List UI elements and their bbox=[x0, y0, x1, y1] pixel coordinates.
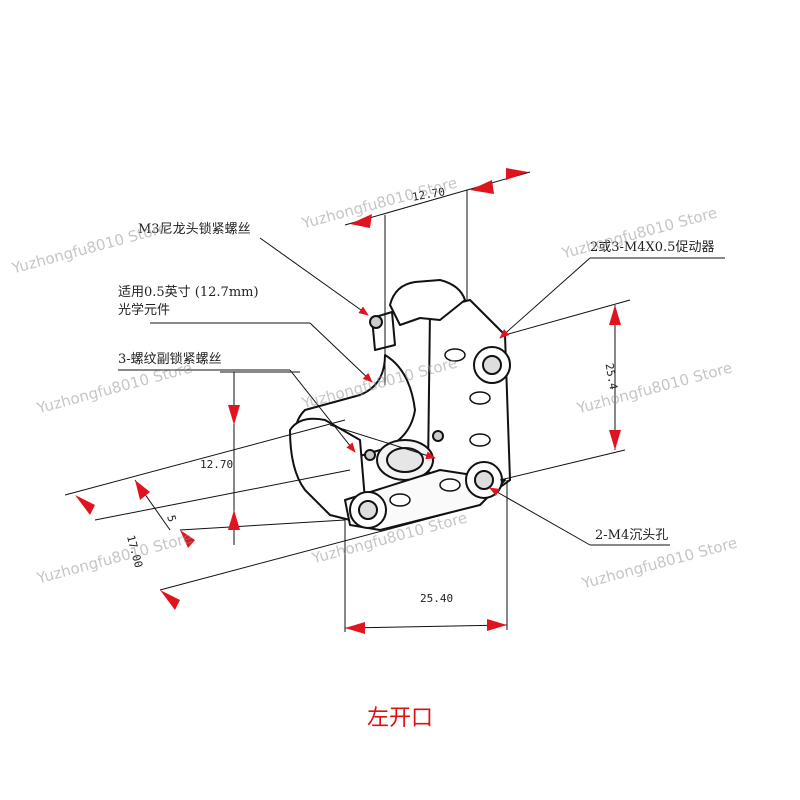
dim-bottom-width: 25.40 bbox=[420, 592, 454, 605]
slot-holes bbox=[389, 348, 491, 507]
label-threaded-ring: 3-螺纹副锁紧螺丝 bbox=[118, 352, 222, 367]
dim-left-height: 12.70 bbox=[200, 458, 234, 471]
label-optic-line2: 光学元件 bbox=[118, 303, 171, 318]
label-optic-line1: 适用0.5英寸 (12.7mm) bbox=[118, 285, 259, 300]
leader-arrows bbox=[118, 237, 725, 546]
label-actuator: 2或3-M4X0.5促动器 bbox=[590, 240, 715, 255]
dimension-arrowheads bbox=[75, 168, 621, 634]
actuator-knobs bbox=[349, 315, 511, 529]
label-m3-screw: M3尼龙头锁紧螺丝 bbox=[138, 222, 251, 237]
caption-left-opening: 左开口 bbox=[366, 706, 433, 731]
label-counterbore: 2-M4沉头孔 bbox=[595, 528, 669, 543]
